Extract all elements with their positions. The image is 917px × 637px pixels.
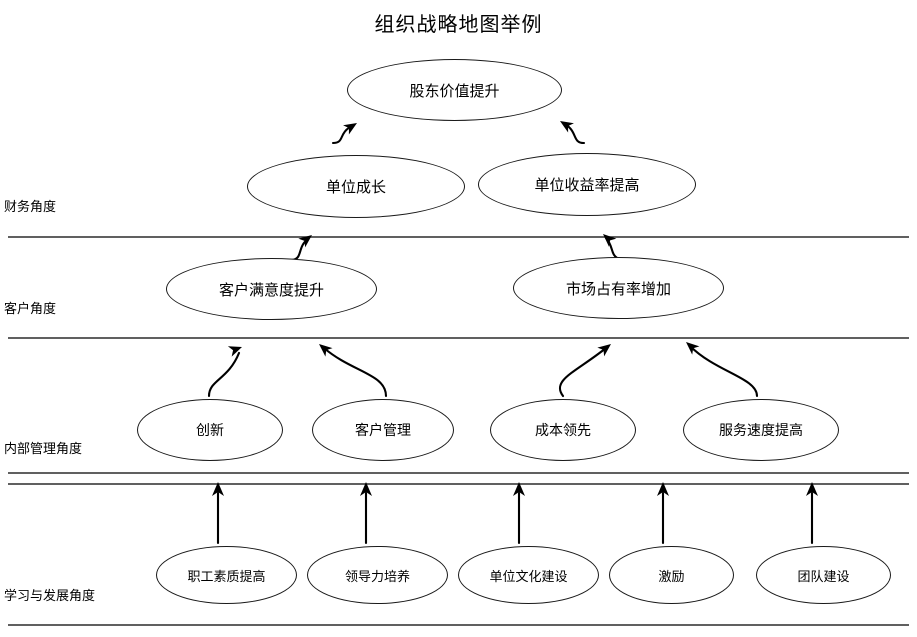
arrowhead-service-to-share [686, 342, 700, 355]
node-shareholder-value[interactable]: 股东价值提升 [347, 59, 562, 121]
arrowhead-staff-quality-up [212, 482, 224, 496]
node-unit-profit-rate[interactable]: 单位收益率提高 [478, 153, 696, 216]
node-market-share[interactable]: 市场占有率增加 [513, 257, 724, 319]
arrow-innovation-to-satisfaction [207, 351, 241, 398]
perspective-label-customer: 客户角度 [4, 302, 57, 317]
arrowhead-culture-building-up [513, 482, 525, 496]
arrowhead-leadership-training-up [360, 482, 372, 496]
perspective-label-learning: 学习与发展角度 [4, 589, 96, 604]
arrowhead-cost-to-share [597, 344, 611, 357]
node-cost-leadership[interactable]: 成本领先 [490, 399, 636, 461]
node-leadership-training[interactable]: 领导力培养 [307, 546, 448, 604]
arrow-cost-to-share [558, 346, 608, 398]
arrowhead-growth-to-shareholder [343, 123, 357, 135]
arrowhead-profit-to-shareholder [560, 121, 574, 133]
causal-arrows [207, 121, 759, 398]
arrowhead-incentive-up [657, 482, 669, 496]
node-staff-quality[interactable]: 职工素质提高 [156, 546, 297, 604]
arrowhead-custmgmt-to-satisfaction [319, 344, 333, 357]
arrowhead-innovation-to-satisfaction [227, 346, 242, 357]
arrow-growth-to-shareholder [331, 124, 354, 145]
node-customer-satisfaction[interactable]: 客户满意度提升 [166, 258, 377, 320]
node-service-speed[interactable]: 服务速度提高 [683, 399, 839, 461]
arrowhead-team-building-up [806, 482, 818, 496]
arrow-share-to-profit [604, 236, 621, 261]
node-culture-building[interactable]: 单位文化建设 [458, 546, 599, 604]
perspective-label-internal: 内部管理角度 [4, 442, 83, 457]
arrow-satisfaction-to-growth [290, 237, 310, 262]
arrow-custmgmt-to-satisfaction [322, 346, 388, 398]
enabler-arrows [212, 482, 818, 545]
arrowhead-share-to-profit [603, 234, 617, 247]
perspective-label-financial: 财务角度 [4, 200, 57, 215]
page-title: 组织战略地图举例 [374, 12, 543, 36]
node-team-building[interactable]: 团队建设 [756, 546, 891, 604]
arrow-profit-to-shareholder [563, 122, 586, 145]
node-unit-growth[interactable]: 单位成长 [247, 155, 465, 218]
node-innovation[interactable]: 创新 [137, 399, 283, 461]
node-customer-management[interactable]: 客户管理 [312, 399, 454, 461]
arrow-service-to-share [688, 344, 759, 398]
node-incentive[interactable]: 激励 [609, 546, 734, 604]
arrowhead-satisfaction-to-growth [298, 235, 312, 248]
